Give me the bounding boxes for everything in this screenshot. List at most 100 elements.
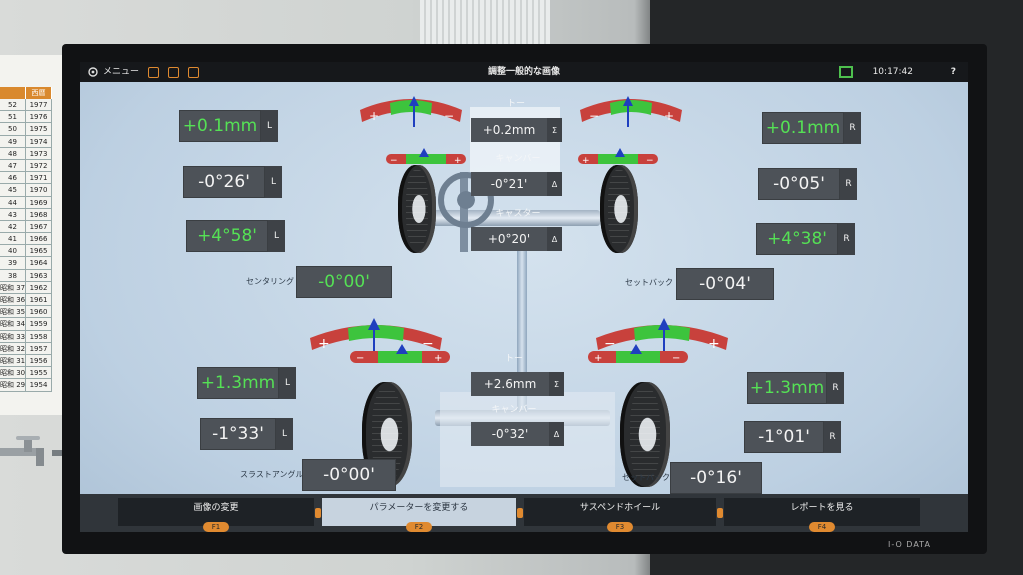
lift-icon[interactable]: [839, 66, 853, 78]
svg-text:+: +: [594, 353, 602, 364]
front-right-toe-value: +0.1mm: [762, 112, 844, 144]
rear-right-toe-gauge: − +: [596, 318, 728, 356]
rear-right-toe-tag: R: [827, 372, 844, 404]
rear-right-tire: [620, 382, 670, 487]
f4-key-badge: F4: [809, 522, 835, 532]
svg-text:+: +: [369, 109, 379, 123]
svg-text:+: +: [582, 156, 590, 166]
svg-text:−: −: [604, 336, 616, 352]
camber-label: キャンバー: [495, 154, 541, 164]
separator: [315, 508, 321, 518]
rear-left-toe-tag: L: [279, 367, 296, 399]
svg-text:+: +: [708, 336, 720, 352]
rear-left-toe-gauge: + −: [310, 318, 442, 356]
svg-text:−: −: [444, 109, 454, 123]
svg-text:−: −: [589, 109, 599, 123]
f1-key-badge: F1: [203, 522, 229, 532]
rear-left-camber-tag: L: [276, 418, 293, 450]
front-cross-camber-value: -0°21': [471, 172, 547, 196]
print-icon[interactable]: [188, 66, 200, 78]
front-right-camber-tag: R: [840, 168, 857, 200]
front-right-toe-tag: R: [844, 112, 861, 144]
svg-text:+: +: [454, 156, 462, 166]
rear-toe-label: トー: [504, 354, 523, 364]
menu-button[interactable]: メニュー: [103, 67, 140, 77]
edit-icon[interactable]: [148, 66, 160, 78]
separator: [517, 508, 523, 518]
rear-setback-label: セットバック: [622, 473, 670, 482]
f4-view-report-button[interactable]: レポートを見る F4: [724, 498, 920, 532]
thrust-angle-label: スラストアングル: [240, 470, 304, 479]
front-setback-value: -0°04': [676, 268, 774, 300]
front-left-caster-value: +4°58': [186, 220, 268, 252]
rear-cross-camber-value: -0°32': [471, 422, 549, 446]
svg-text:+: +: [434, 353, 442, 364]
svg-text:−: −: [390, 156, 398, 166]
f2-change-parameters-button[interactable]: パラメーターを変更する F2: [322, 498, 516, 532]
app-logo-icon[interactable]: [88, 67, 98, 77]
page-title: 調整一般的な画像: [487, 67, 560, 77]
clock: 10:17:42: [872, 67, 913, 77]
front-total-toe-value: +0.2mm: [471, 118, 547, 142]
front-right-caster-tag: R: [838, 223, 855, 255]
front-left-toe-gauge: + −: [360, 96, 462, 127]
svg-text:+: +: [318, 336, 330, 352]
drive-shaft: [517, 247, 527, 437]
front-left-tire: [398, 165, 436, 253]
front-right-camber-value: -0°05': [758, 168, 840, 200]
centering-value: -0°00': [296, 266, 392, 298]
rear-total-toe-tag: Σ: [549, 372, 564, 396]
svg-text:+: +: [664, 109, 674, 123]
rear-left-toe-value: +1.3mm: [197, 367, 279, 399]
rear-camber-label: キャンバー: [491, 405, 537, 415]
front-total-toe-tag: Σ: [547, 118, 562, 142]
rear-right-camber-value: -1°01': [744, 421, 824, 453]
rear-setback-value: -0°16': [670, 462, 762, 494]
front-right-camber-gauge: + −: [578, 148, 658, 166]
front-cross-caster-value: +0°20': [471, 227, 547, 251]
f3-suspend-wheel-button[interactable]: サスペンドホイール F3: [524, 498, 716, 532]
top-bar: メニュー 調整一般的な画像 10:17:42 ?: [80, 62, 968, 82]
rear-total-toe-value: +2.6mm: [471, 372, 549, 396]
menu-area: メニュー: [88, 62, 200, 82]
faucet-icon: [0, 436, 70, 466]
rear-right-camber-gauge: + −: [588, 344, 688, 364]
svg-text:−: −: [356, 353, 364, 364]
front-left-camber-gauge: − +: [386, 148, 466, 166]
front-left-toe-tag: L: [261, 110, 278, 142]
monitor-brand: I-O DATA: [888, 540, 931, 549]
vehicle-icon[interactable]: [168, 66, 180, 78]
svg-text:−: −: [672, 353, 680, 364]
rear-right-toe-value: +1.3mm: [747, 372, 827, 404]
svg-text:−: −: [422, 336, 434, 352]
rear-left-camber-value: -1°33': [200, 418, 276, 450]
front-right-caster-value: +4°38': [756, 223, 838, 255]
f1-change-image-button[interactable]: 画像の変更 F1: [118, 498, 314, 532]
function-key-bar: 画像の変更 F1 パラメーターを変更する F2 サスペンドホイール F3 レポー…: [80, 494, 968, 532]
help-button[interactable]: ?: [950, 67, 956, 77]
front-left-caster-tag: L: [268, 220, 285, 252]
front-right-toe-gauge: − +: [580, 96, 682, 127]
separator: [717, 508, 723, 518]
